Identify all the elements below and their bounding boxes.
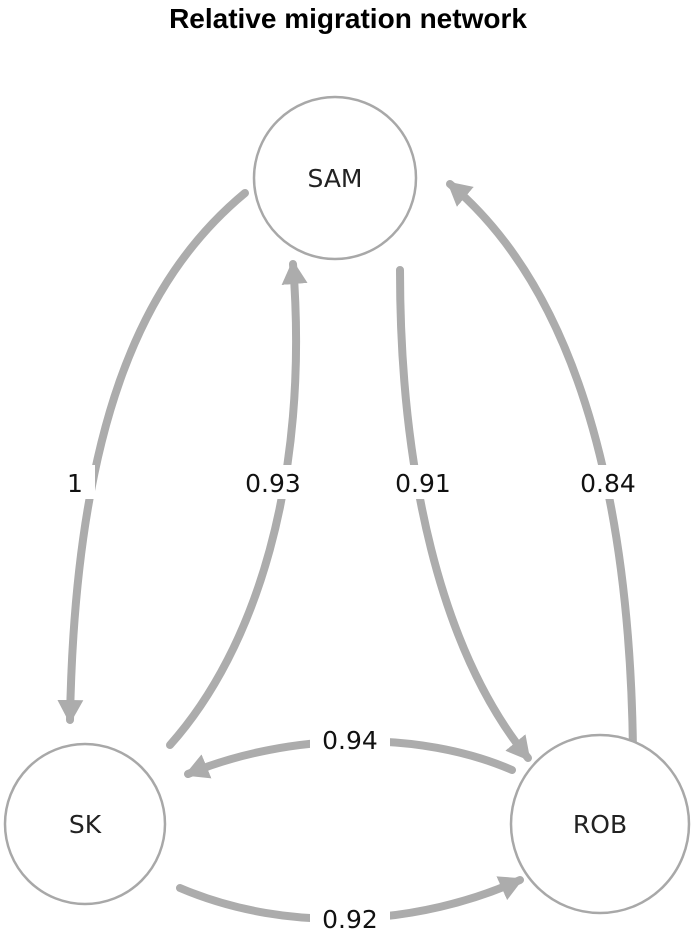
svg-text:0.92: 0.92: [322, 905, 378, 934]
edge-label-rob-to-sk: 0.94: [310, 722, 390, 756]
edge-label-sk-to-sam: 0.93: [240, 465, 306, 499]
node-label-rob: ROB: [573, 810, 627, 839]
edge-sam-to-sk: [57, 189, 249, 724]
svg-text:1: 1: [67, 469, 83, 498]
node-rob: ROB: [509, 733, 691, 915]
edge-rob-to-sam: [446, 180, 637, 756]
svg-text:0.93: 0.93: [245, 469, 301, 498]
svg-text:0.84: 0.84: [580, 469, 636, 498]
node-label-sk: SK: [69, 810, 102, 839]
edge-sam-to-rob: [396, 266, 532, 762]
edge-sk-to-sam: [166, 260, 308, 749]
edge-label-sam-to-sk: 1: [55, 465, 95, 499]
node-label-sam: SAM: [307, 164, 362, 193]
svg-text:0.91: 0.91: [395, 469, 451, 498]
diagram-title: Relative migration network: [169, 3, 527, 34]
edge-label-rob-to-sam: 0.84: [575, 465, 641, 499]
edge-label-sam-to-rob: 0.91: [390, 465, 456, 499]
node-sam: SAM: [252, 95, 418, 261]
node-sk: SK: [3, 742, 167, 906]
svg-text:0.94: 0.94: [322, 726, 378, 755]
edge-label-sk-to-rob: 0.92: [310, 902, 390, 935]
